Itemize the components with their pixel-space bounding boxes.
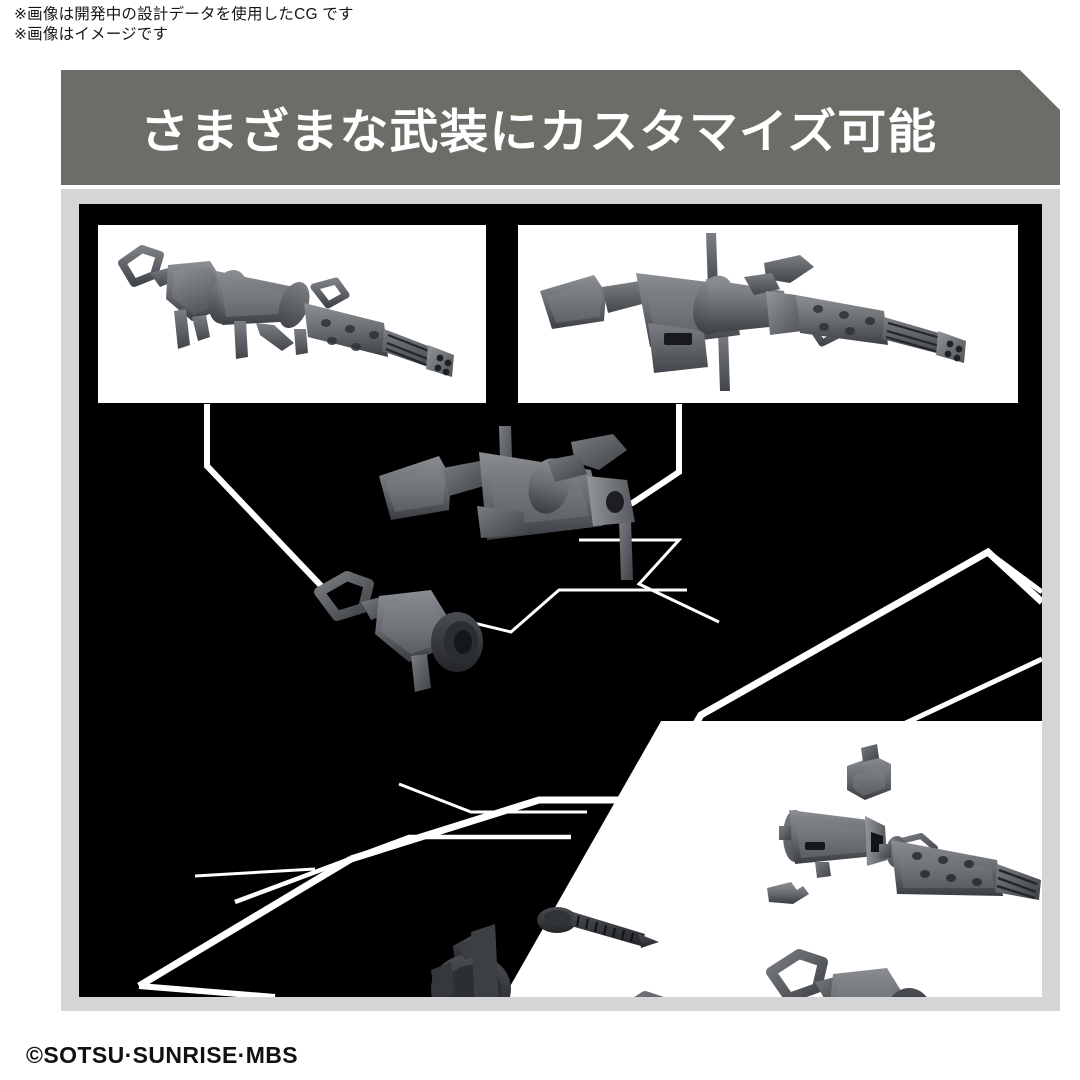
gun-render-config-b <box>540 233 966 391</box>
part-small-hook-piece <box>767 882 809 904</box>
parts-bay-outline-right <box>594 547 1042 890</box>
parts-bay-outline-right-inner <box>596 656 1042 891</box>
figure-frame <box>61 189 1060 1011</box>
connector-line-right <box>629 404 682 507</box>
leader-line-shroud <box>398 782 587 814</box>
parts-bay-outline-left-lower <box>137 855 353 990</box>
disclaimer-note-1: ※画像は開発中の設計データを使用したCG です <box>14 6 354 23</box>
leader-line-receiver-to-plane <box>579 538 720 624</box>
part-shield-disc-attachment <box>431 924 511 997</box>
part-barrel-shroud-module <box>779 810 887 878</box>
variant-plate-mask <box>483 704 1042 997</box>
header-banner: さまざまな武装にカスタマイズ可能 <box>61 70 1060 185</box>
variant-drill <box>766 949 927 997</box>
part-top-clip-bracket <box>847 744 891 800</box>
disclaimer-notes: ※画像は開発中の設計データを使用したCG です ※画像はイメージです <box>14 5 714 45</box>
parts-bay-outline-right-far <box>986 549 1042 595</box>
variant-shield-disc <box>634 991 664 997</box>
leader-line-grip-to-plane <box>378 588 687 634</box>
disclaimer-note-2: ※画像はイメージです <box>14 26 169 43</box>
connector-line-left <box>204 404 330 595</box>
detail-panel-left <box>98 225 486 403</box>
part-receiver-core-assembly <box>379 426 635 580</box>
part-drill-bit-attachment <box>537 907 659 948</box>
part-gatling-barrel-module <box>879 833 1041 900</box>
black-stage <box>79 204 1042 997</box>
leader-line-muzzle <box>194 867 316 878</box>
part-muzzle-grip-unit <box>314 571 483 692</box>
parts-bay-outline-left-inner <box>234 834 571 905</box>
variant-plate-bottom-right <box>492 721 1042 997</box>
page-title: さまざまな武装にカスタマイズ可能 <box>139 105 938 158</box>
parts-bay-outline-left <box>349 796 828 997</box>
gun-render-config-a <box>118 245 454 377</box>
parts-bay-outline-left-edge <box>138 983 276 997</box>
detail-panel-right <box>518 225 1018 403</box>
copyright-notice: ©SOTSU·SUNRISE·MBS <box>26 1042 299 1068</box>
